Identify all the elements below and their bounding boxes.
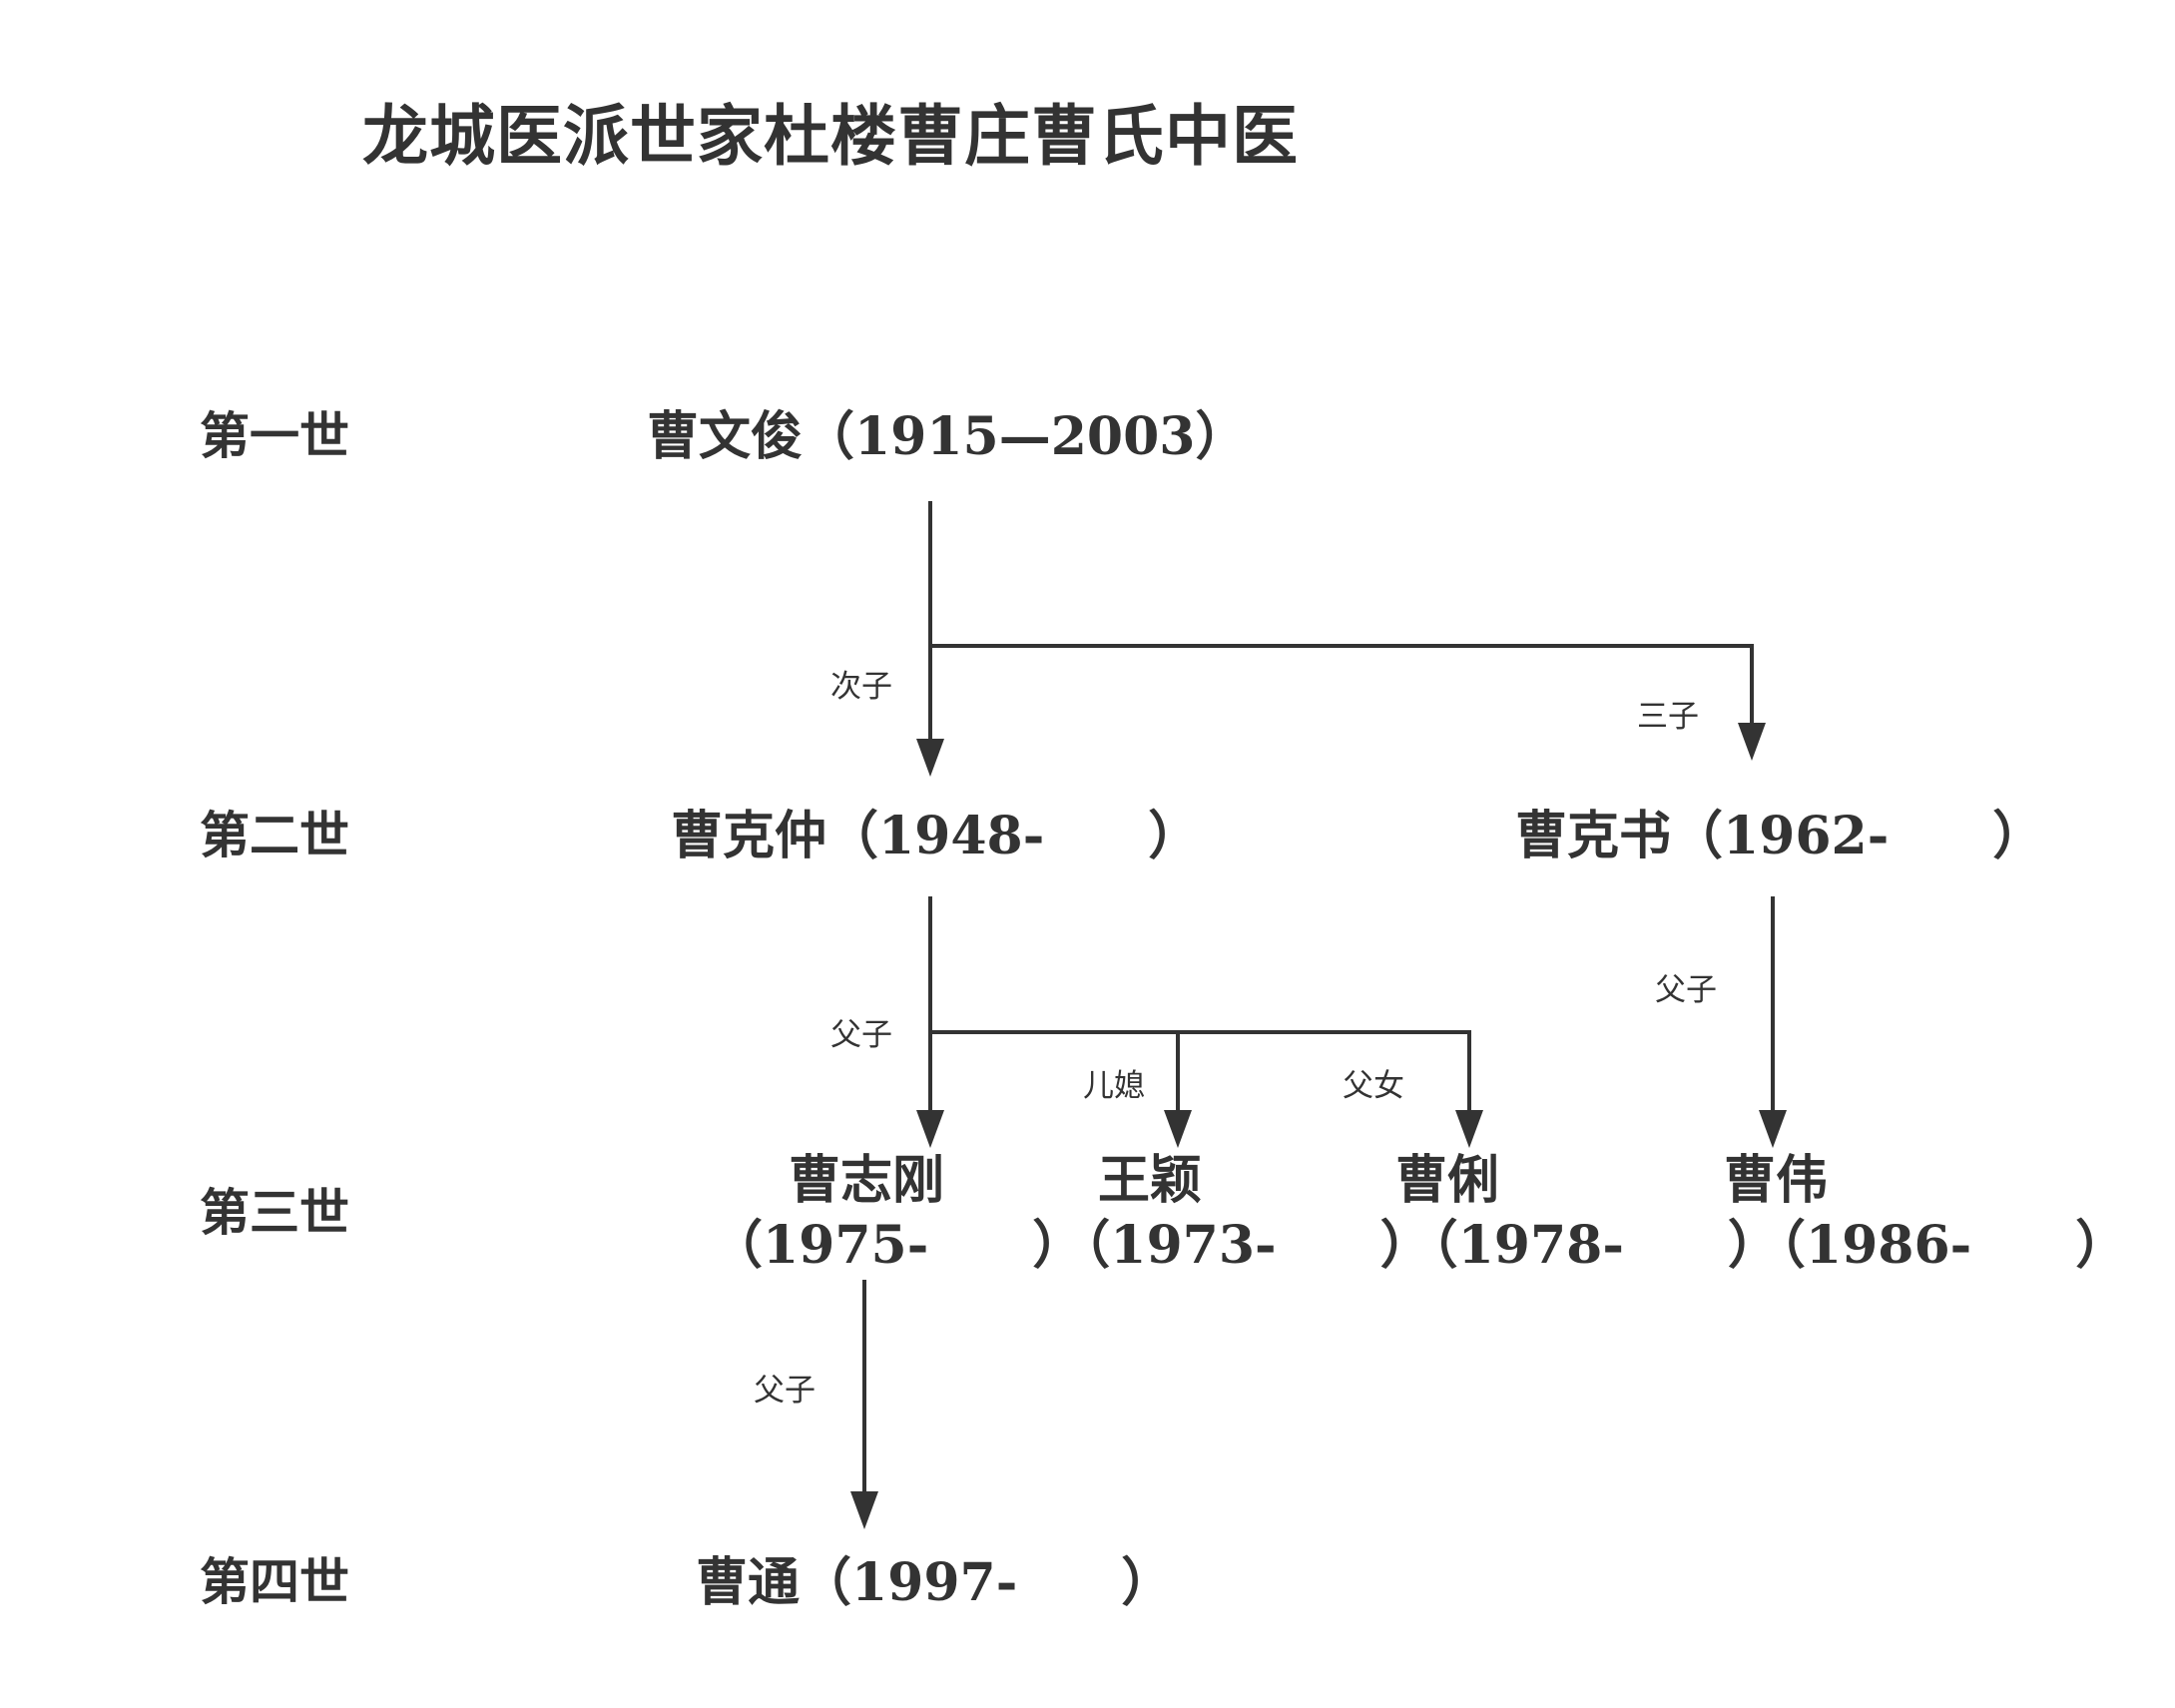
relation-label-funv: 父女 xyxy=(1343,1068,1404,1104)
arrowhead-to-wangying xyxy=(1164,1110,1192,1148)
person-cao-kezhong: 曹克仲（1948- ） xyxy=(671,806,1201,866)
relation-label-sanzi: 三子 xyxy=(1637,699,1699,735)
arrowhead-to-zhigang xyxy=(916,1110,944,1148)
arrowhead-to-caoli xyxy=(1455,1110,1483,1148)
relation-label-erxi: 儿媳 xyxy=(1083,1068,1145,1104)
diagram-title: 龙城医派世家杜楼曹庄曹氏中医 xyxy=(362,97,1299,175)
relation-label-fuzi-kezhong: 父子 xyxy=(830,1017,892,1053)
connector-wenjun-to-keshu xyxy=(930,644,1754,727)
person-wang-ying-name: 王颖 xyxy=(1098,1150,1203,1211)
generation-label-3: 第三世 xyxy=(200,1183,349,1242)
generation-label-2: 第二世 xyxy=(200,806,349,864)
person-cao-zhigang-name: 曹志刚 xyxy=(789,1150,945,1211)
relation-label-fuzi-zhigang: 父子 xyxy=(754,1373,816,1409)
connector-kezhong-to-caoli xyxy=(1178,1030,1471,1118)
person-cao-tong: 曹通（1997- ） xyxy=(696,1552,1174,1613)
generation-label-1: 第一世 xyxy=(200,406,349,465)
person-cao-wenjun: 曹文俊（1915—2003） xyxy=(647,406,1248,467)
generation-label-4: 第四世 xyxy=(200,1552,349,1611)
generation-3-years-row: （1975- ）（1973- ）（1978- ）（1986- ） xyxy=(711,1215,2128,1276)
arrowhead-to-kezhong xyxy=(916,739,944,777)
relation-label-cizi: 次子 xyxy=(830,669,892,705)
arrowhead-to-keshu xyxy=(1738,723,1766,761)
relation-label-fuzi-keshu: 父子 xyxy=(1655,972,1717,1008)
arrowhead-to-caotong xyxy=(850,1491,878,1529)
person-cao-keshu: 曹克书（1962- ） xyxy=(1515,806,2045,866)
arrowhead-to-caowei xyxy=(1759,1110,1787,1148)
person-cao-wei-name: 曹伟 xyxy=(1724,1150,1829,1211)
connector-kezhong-to-wangying xyxy=(930,1030,1180,1118)
person-cao-li-name: 曹俐 xyxy=(1395,1150,1500,1211)
